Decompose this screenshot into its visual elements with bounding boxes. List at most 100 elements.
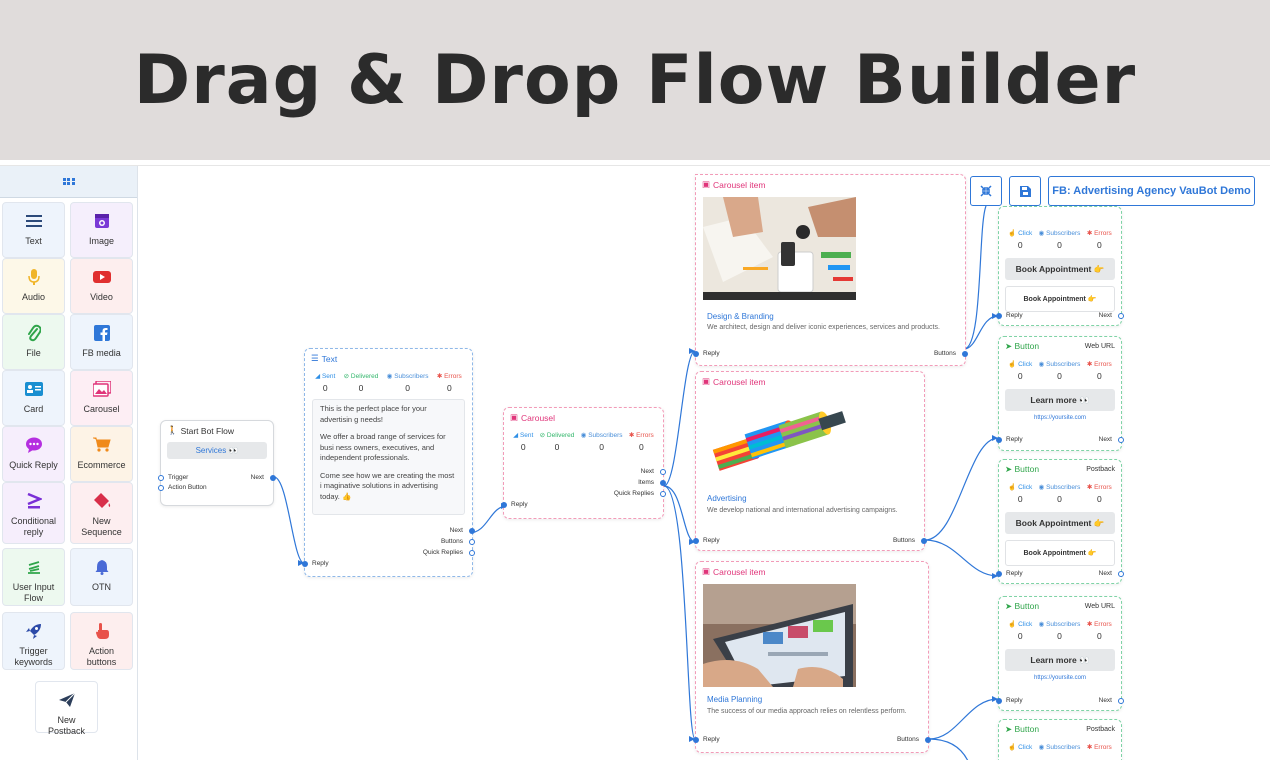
flow-builder-app: Text Image Audio Video File [0, 165, 1270, 760]
tool-conditional-reply[interactable]: Conditional reply [2, 482, 65, 544]
advertising-image [703, 394, 856, 486]
image-icon [71, 206, 132, 236]
carousel-item-reply-port[interactable] [693, 538, 699, 544]
tool-file[interactable]: File [2, 314, 65, 370]
button-reply-port[interactable] [996, 437, 1002, 443]
button-next-port[interactable] [1118, 571, 1124, 577]
button-preview: Book Appointment 👉 [1005, 540, 1115, 566]
text-next-port[interactable] [469, 528, 475, 534]
button-url: https://yoursite.com [1033, 675, 1087, 681]
tool-card[interactable]: Card [2, 370, 65, 426]
grid-menu-icon [62, 177, 75, 186]
tool-action-buttons[interactable]: Action buttons [70, 612, 133, 670]
tool-audio[interactable]: Audio [2, 258, 65, 314]
chat-bubble-icon [3, 430, 64, 460]
image-icon: ▣ [702, 376, 711, 386]
image-icon: ▣ [702, 566, 711, 576]
sidebar-header[interactable] [0, 166, 137, 198]
cart-icon [71, 430, 132, 460]
carousel-item-node[interactable]: ▣Carousel item [693, 371, 927, 551]
tool-new-sequence[interactable]: New Sequence [70, 482, 133, 544]
flow-canvas[interactable]: FB: Advertising Agency VauBot Demo 🚶Star… [138, 166, 1270, 760]
button-label[interactable]: Learn more 👀 [1005, 389, 1115, 411]
text-reply-port[interactable] [302, 561, 308, 567]
button-reply-port[interactable] [996, 698, 1002, 704]
button-reply-port[interactable] [996, 313, 1002, 319]
paint-bucket-icon [71, 486, 132, 516]
paper-plane-icon [36, 685, 97, 715]
tool-trigger-keywords[interactable]: Trigger keywords [2, 612, 65, 670]
fit-screen-button[interactable] [970, 176, 1002, 206]
trigger-port[interactable] [158, 475, 164, 481]
carousel-item-reply-port[interactable] [693, 737, 699, 743]
carousel-items-port[interactable] [660, 480, 666, 486]
tool-image[interactable]: Image [70, 202, 133, 258]
tool-text[interactable]: Text [2, 202, 65, 258]
start-bot-flow-node[interactable]: 🚶Start Bot Flow Services 👀 Trigger Actio… [158, 420, 276, 506]
facebook-icon [71, 318, 132, 348]
page-selector-button[interactable]: FB: Advertising Agency VauBot Demo [1048, 176, 1255, 206]
stack-icon [3, 552, 64, 582]
tool-carousel[interactable]: Carousel [70, 370, 133, 426]
button-next-port[interactable] [1118, 437, 1124, 443]
pointer-icon: ➤ [1005, 464, 1013, 474]
button-next-port[interactable] [1118, 313, 1124, 319]
carousel-item-buttons-port[interactable] [962, 351, 968, 357]
microphone-icon [3, 262, 64, 292]
banner-title: Drag & Drop Flow Builder [133, 40, 1137, 120]
text-message-preview: This is the perfect place for your adver… [312, 399, 465, 515]
button-reply-port[interactable] [996, 571, 1002, 577]
button-label[interactable]: Book Appointment 👉 [1005, 512, 1115, 534]
paperclip-icon [3, 318, 64, 348]
text-lines-icon: ☰ [311, 353, 319, 363]
button-url: https://yoursite.com [1033, 415, 1087, 421]
text-quick-replies-port[interactable] [469, 550, 475, 556]
tool-fb-media[interactable]: FB media [70, 314, 133, 370]
carousel-item-node[interactable]: ▣Carousel item Media Planning The succes… [693, 561, 931, 753]
youtube-icon [71, 262, 132, 292]
carousel-next-port[interactable] [660, 469, 666, 475]
carousel-reply-port[interactable] [501, 502, 507, 508]
tool-ecommerce[interactable]: Ecommerce [70, 426, 133, 482]
tool-new-postback[interactable]: New Postback [35, 681, 98, 736]
pointer-icon: ➤ [1005, 341, 1013, 351]
design-branding-image [703, 197, 856, 300]
tool-quick-reply[interactable]: Quick Reply [2, 426, 65, 482]
carousel-item-buttons-port[interactable] [925, 737, 931, 743]
carousel-item-buttons-port[interactable] [921, 538, 927, 544]
start-next-port[interactable] [270, 475, 276, 481]
button-label[interactable]: Book Appointment 👉 [1005, 258, 1115, 280]
gallery-icon: ▣ [510, 412, 519, 422]
carousel-item-node[interactable]: ▣Carousel item Design & Brandi [693, 174, 968, 366]
button-next-port[interactable] [1118, 698, 1124, 704]
tool-otn[interactable]: OTN [70, 548, 133, 606]
action-button-port[interactable] [158, 485, 164, 491]
save-button[interactable] [1009, 176, 1041, 206]
tool-user-input-flow[interactable]: User Input Flow [2, 548, 65, 606]
text-buttons-port[interactable] [469, 539, 475, 545]
services-button[interactable]: Services 👀 [167, 442, 267, 459]
media-planning-image [703, 584, 856, 687]
carousel-quick-replies-port[interactable] [660, 491, 666, 497]
text-lines-icon [3, 206, 64, 236]
tool-video[interactable]: Video [70, 258, 133, 314]
button-node-stats: ☝ Click ◉ Subscribers ✱ Errors [1008, 744, 1112, 751]
button-preview: Book Appointment 👉 [1005, 286, 1115, 312]
carousel-item-reply-port[interactable] [693, 351, 699, 357]
button-label[interactable]: Learn more 👀 [1005, 649, 1115, 671]
walking-person-icon: 🚶 [167, 425, 178, 435]
rocket-icon [3, 616, 64, 646]
